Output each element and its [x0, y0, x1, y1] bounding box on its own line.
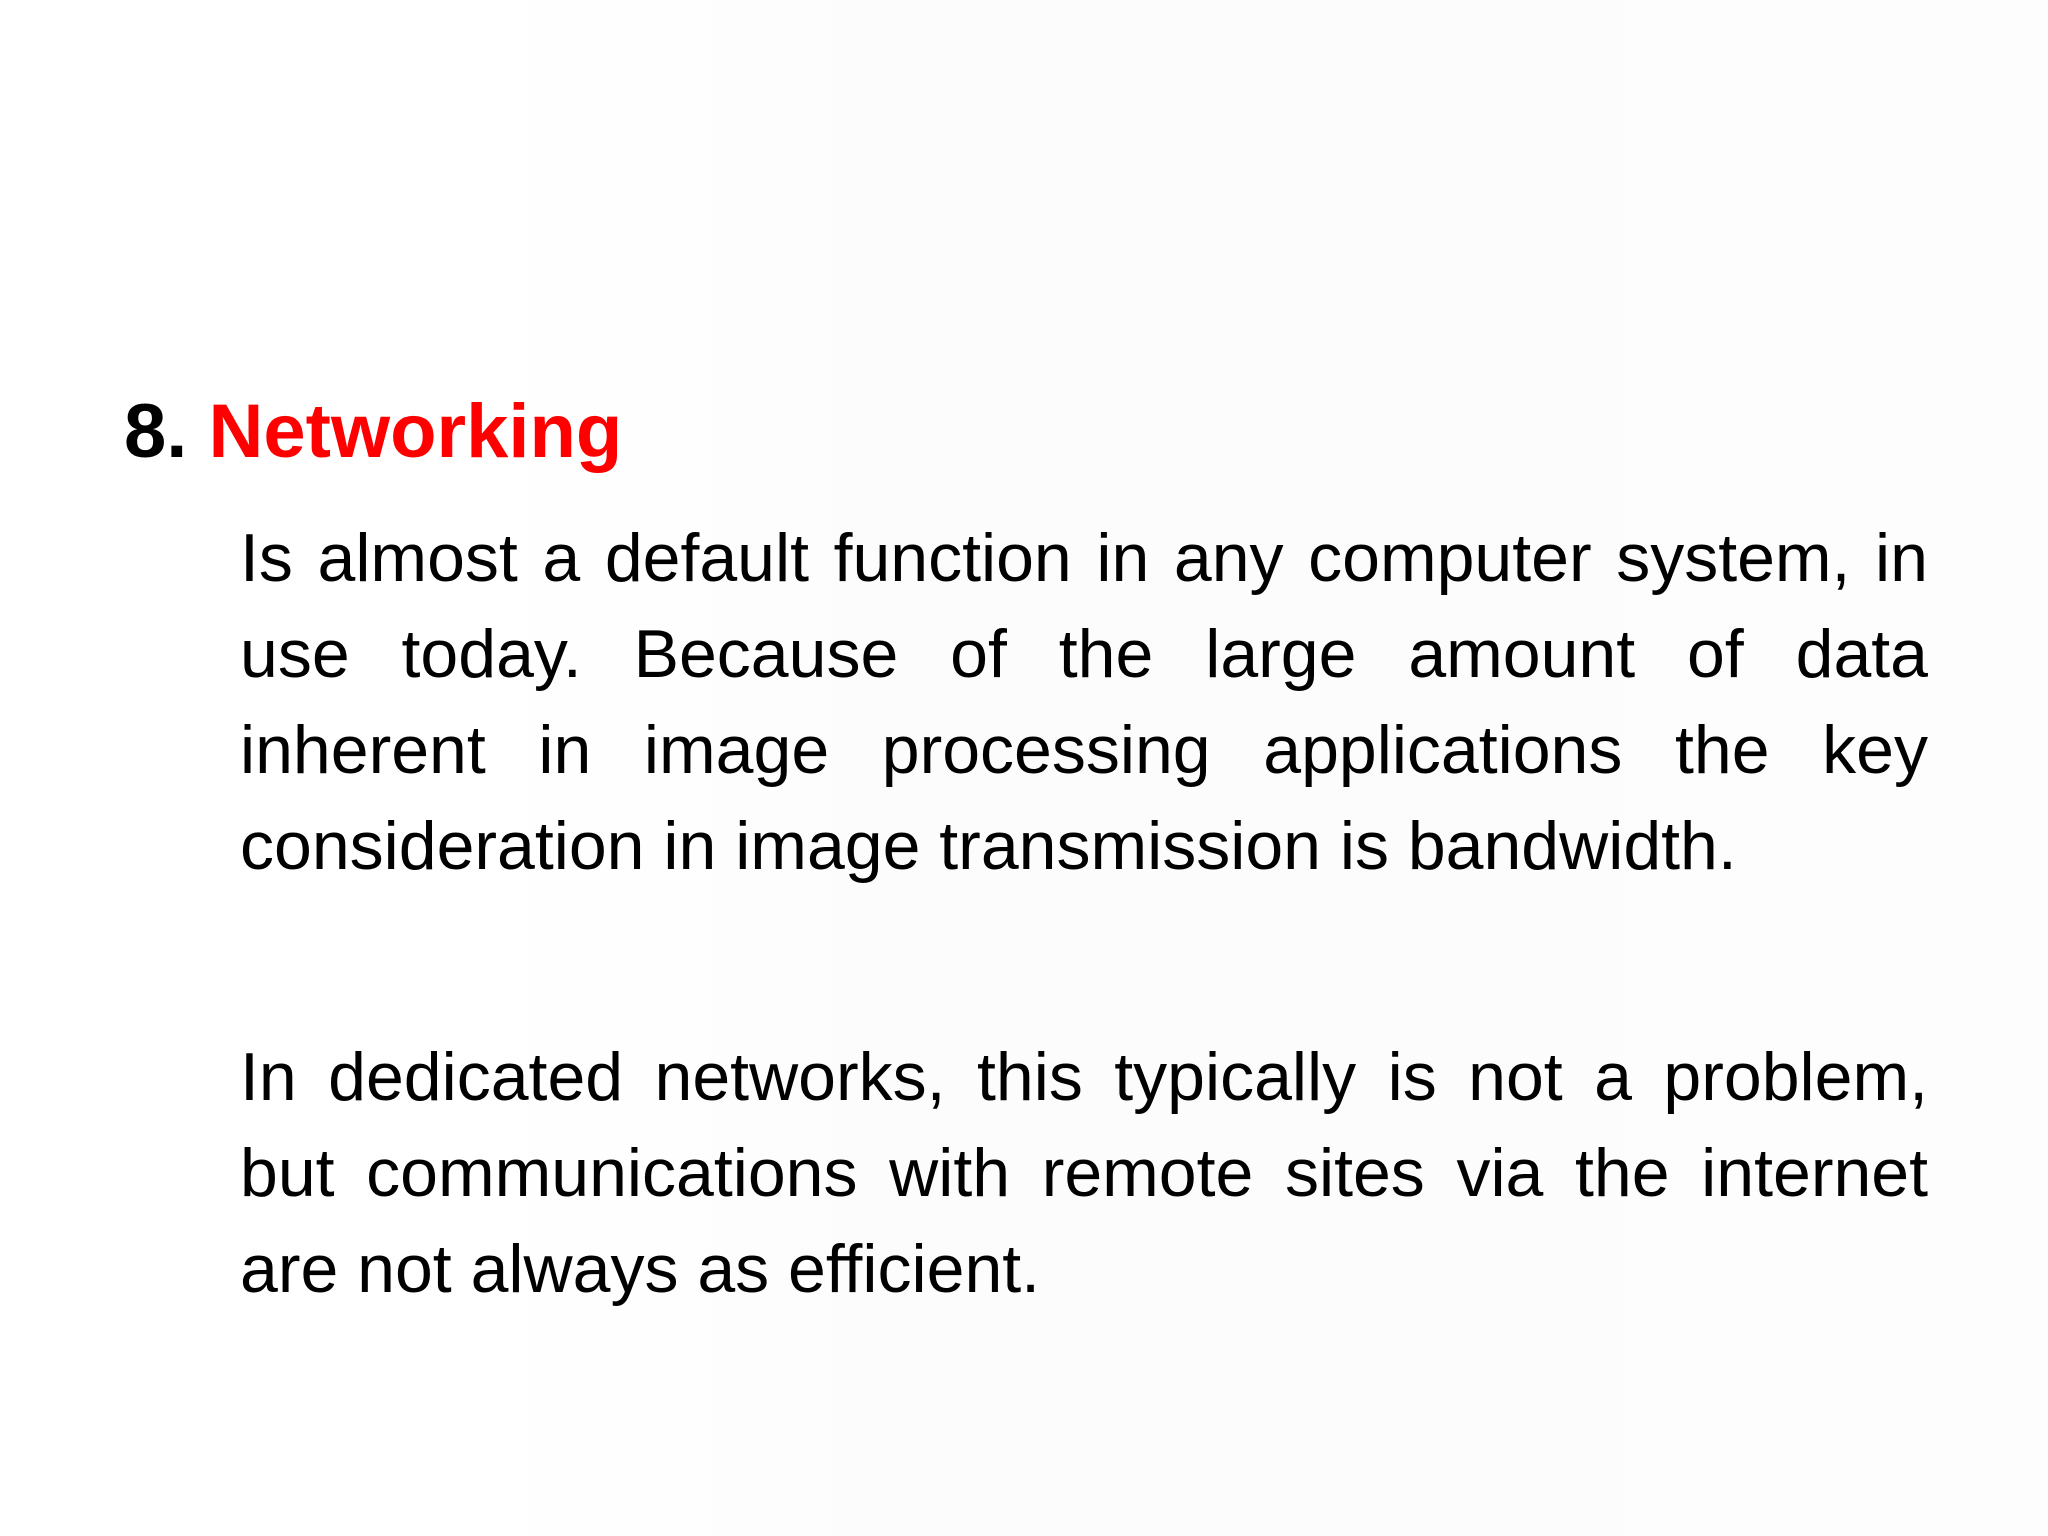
paragraph-2: In dedicated networks, this typically is… — [240, 1039, 1928, 1307]
heading-title: Networking — [208, 389, 623, 474]
slide-heading: 8. Networking — [124, 386, 622, 478]
heading-number: 8. — [124, 389, 188, 474]
paragraph-1: Is almost a default function in any comp… — [240, 520, 1928, 884]
